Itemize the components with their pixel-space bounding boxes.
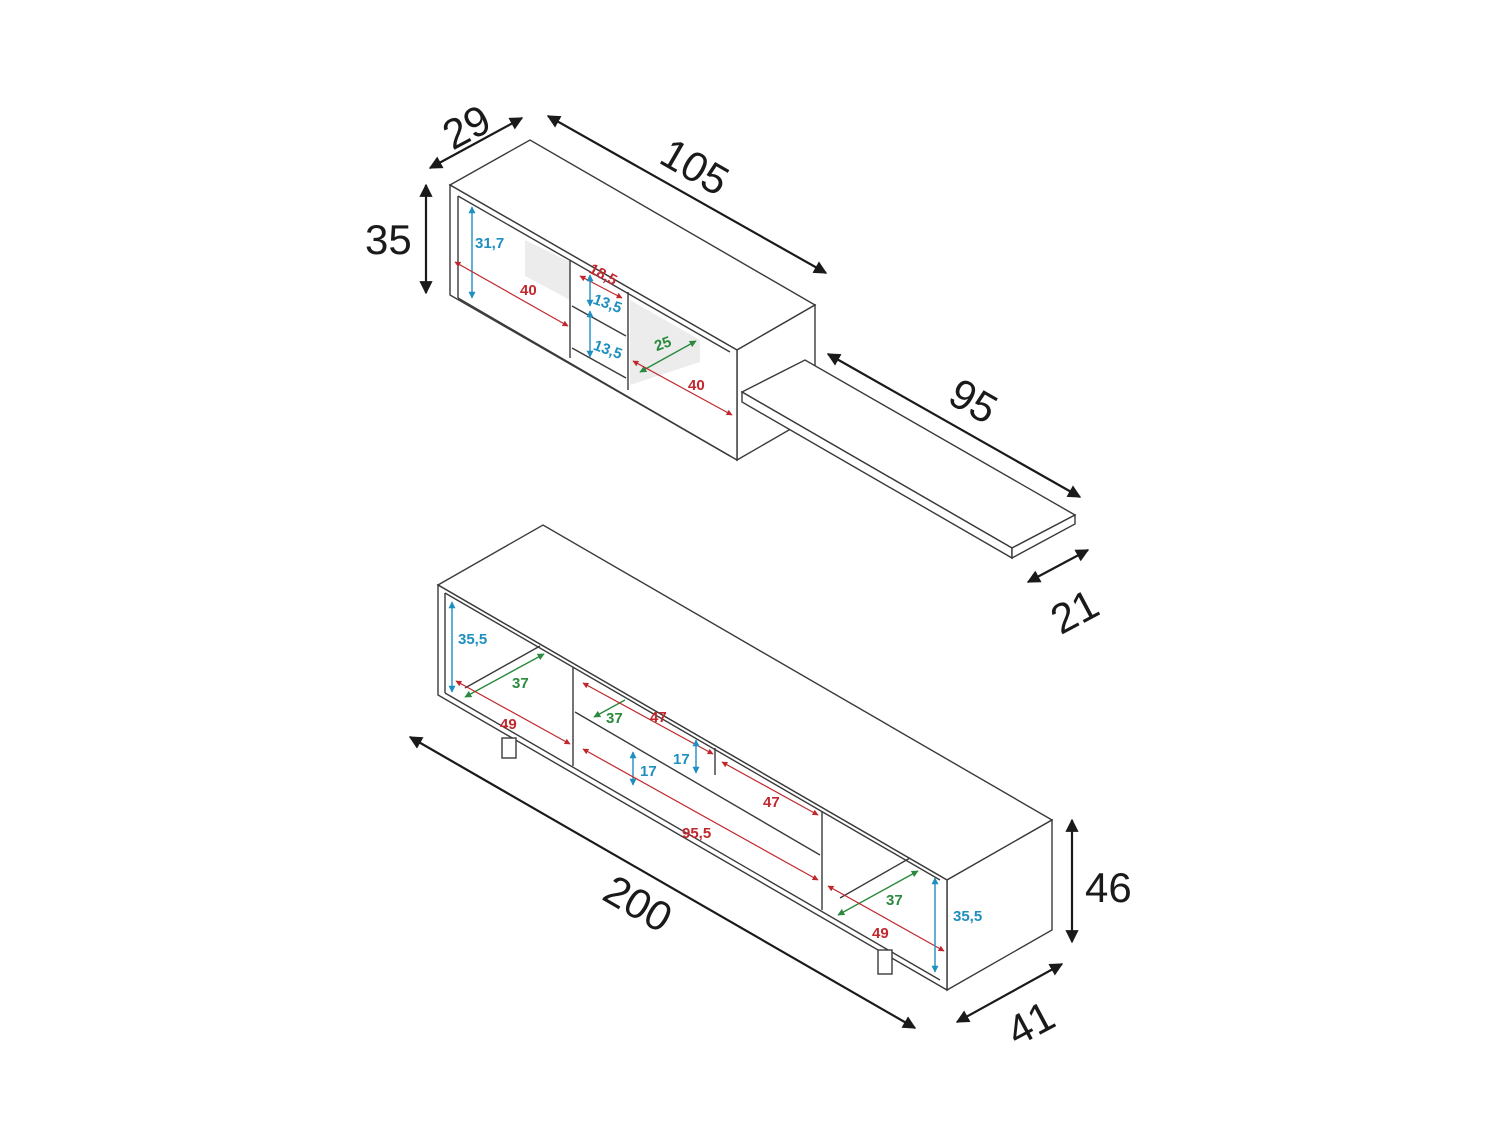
ts-right-width: 49 [872,925,889,942]
wc-right-depth: 25 [652,333,673,355]
ts-right-height: 35,5 [953,908,982,925]
wall-cabinet-depth-label: 29 [435,95,498,158]
ts-center-lower-width: 95,5 [682,825,711,842]
ts-left-width: 49 [500,716,517,733]
ts-left-height: 35,5 [458,631,487,648]
floating-shelf [740,359,1077,560]
ts-right-depth: 37 [886,892,903,909]
ts-center-upper-height-left: 17 [640,763,657,780]
ts-center-upper-width-right: 47 [763,794,780,811]
tv-stand-depth-label: 41 [999,992,1062,1055]
ts-center-depth: 37 [606,710,623,727]
tv-stand-width-label: 200 [596,866,680,942]
tv-stand-height-label: 46 [1085,864,1132,911]
ts-left-depth: 37 [512,675,529,692]
wall-cabinet-height-label: 35 [365,216,412,263]
wall-cabinet-width-label: 105 [653,129,737,205]
shelf-depth-label: 21 [1043,580,1106,643]
ts-center-upper-height-right: 17 [673,751,690,768]
wc-right-width: 40 [688,377,705,394]
wc-left-width: 40 [520,282,537,299]
ts-center-upper-width-left: 47 [650,709,667,726]
wc-left-height: 31,7 [475,235,504,252]
